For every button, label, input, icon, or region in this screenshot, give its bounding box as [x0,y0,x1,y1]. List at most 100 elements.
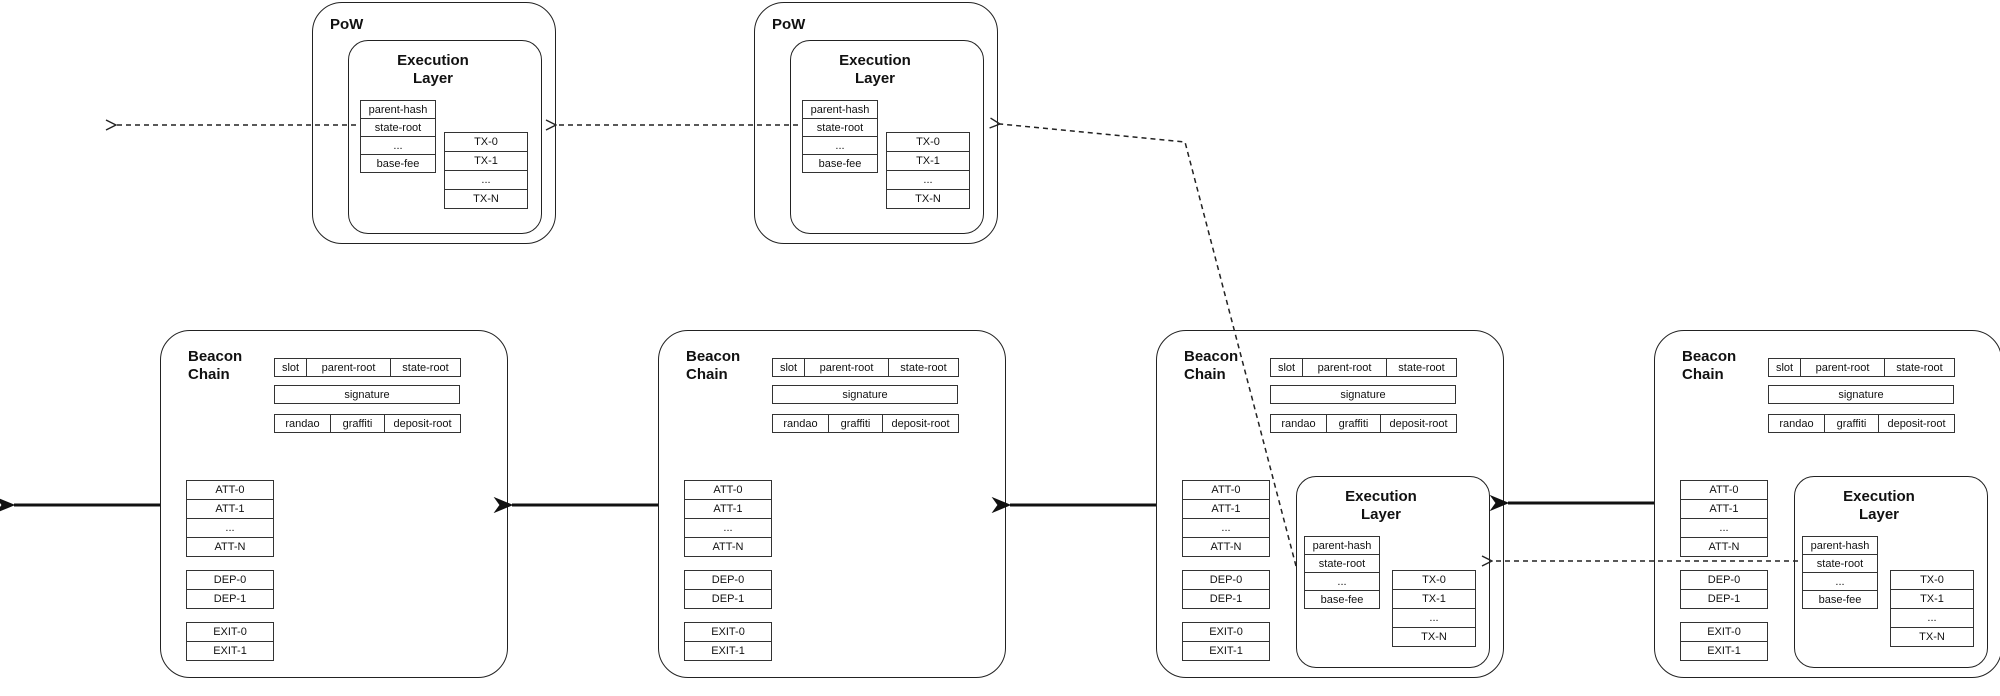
header-field: state-root [390,358,461,377]
exit-field: EXIT-0 [684,622,772,642]
deposit-field: DEP-0 [186,570,274,590]
header-field: graffiti [1824,414,1879,433]
tx-field: TX-1 [886,151,970,171]
exit-field: EXIT-0 [1182,622,1270,642]
execution-layer-title: Execution Layer [1345,488,1417,523]
exit-field: EXIT-1 [684,641,772,661]
beacon-title: Beacon Chain [1184,348,1239,383]
pow-title: PoW [330,16,364,33]
attestation-field: ... [684,518,772,538]
attestation-field: ATT-0 [186,480,274,500]
header-field: graffiti [1326,414,1381,433]
header-field: randao [772,414,829,433]
tx-field: TX-1 [444,151,528,171]
header-field: slot [1270,358,1303,377]
header-field: deposit-root [1380,414,1457,433]
header-field: state-root [1802,554,1878,573]
signature-field: signature [772,385,958,404]
header-field: state-root [1304,554,1380,573]
attestation-field: ... [186,518,274,538]
header-field: parent-root [1800,358,1885,377]
header-field: randao [1270,414,1327,433]
header-field: parent-root [306,358,391,377]
deposit-field: DEP-1 [684,589,772,609]
tx-field: ... [886,170,970,190]
tx-field: TX-N [444,189,528,209]
header-field: parent-hash [360,100,436,119]
signature-field: signature [1270,385,1456,404]
header-field: base-fee [1802,590,1878,609]
execution-layer-title: Execution Layer [1843,488,1915,523]
beacon-title: Beacon Chain [188,348,243,383]
header-field: state-root [1386,358,1457,377]
execution-layer-title: Execution Layer [397,52,469,87]
header-field: ... [1304,572,1380,591]
header-field: state-root [802,118,878,137]
header-field: ... [1802,572,1878,591]
deposit-field: DEP-1 [1680,589,1768,609]
attestation-field: ATT-1 [186,499,274,519]
deposit-field: DEP-1 [186,589,274,609]
tx-field: TX-N [1890,627,1974,647]
header-field: deposit-root [384,414,461,433]
attestation-field: ATT-1 [1680,499,1768,519]
attestation-field: ATT-N [684,537,772,557]
attestation-field: ATT-N [186,537,274,557]
tx-field: ... [1392,608,1476,628]
header-field: base-fee [1304,590,1380,609]
tx-field: TX-1 [1392,589,1476,609]
attestation-field: ATT-0 [684,480,772,500]
header-field: deposit-root [882,414,959,433]
header-field: randao [1768,414,1825,433]
deposit-field: DEP-0 [1182,570,1270,590]
tx-field: TX-N [886,189,970,209]
header-field: slot [1768,358,1801,377]
attestation-field: ATT-N [1182,537,1270,557]
header-field: ... [802,136,878,155]
header-field: slot [274,358,307,377]
exit-field: EXIT-1 [1680,641,1768,661]
beacon-title: Beacon Chain [1682,348,1737,383]
header-field: parent-hash [1304,536,1380,555]
signature-field: signature [1768,385,1954,404]
header-field: state-root [360,118,436,137]
signature-field: signature [274,385,460,404]
exit-field: EXIT-1 [186,641,274,661]
header-field: deposit-root [1878,414,1955,433]
attestation-field: ... [1182,518,1270,538]
deposit-field: DEP-0 [684,570,772,590]
header-field: base-fee [802,154,878,173]
attestation-field: ATT-0 [1182,480,1270,500]
header-field: parent-hash [802,100,878,119]
tx-field: TX-0 [886,132,970,152]
tx-field: ... [1890,608,1974,628]
pow-title: PoW [772,16,806,33]
header-field: state-root [1884,358,1955,377]
attestation-field: ATT-1 [684,499,772,519]
exit-field: EXIT-1 [1182,641,1270,661]
tx-field: TX-0 [444,132,528,152]
attestation-field: ATT-N [1680,537,1768,557]
exit-field: EXIT-0 [1680,622,1768,642]
tx-field: ... [444,170,528,190]
beacon-title: Beacon Chain [686,348,741,383]
header-field: base-fee [360,154,436,173]
header-field: ... [360,136,436,155]
header-field: parent-hash [1802,536,1878,555]
header-field: parent-root [1302,358,1387,377]
header-field: parent-root [804,358,889,377]
exit-field: EXIT-0 [186,622,274,642]
tx-field: TX-N [1392,627,1476,647]
attestation-field: ATT-1 [1182,499,1270,519]
tx-field: TX-1 [1890,589,1974,609]
header-field: state-root [888,358,959,377]
deposit-field: DEP-0 [1680,570,1768,590]
tx-field: TX-0 [1890,570,1974,590]
header-field: slot [772,358,805,377]
tx-field: TX-0 [1392,570,1476,590]
attestation-field: ATT-0 [1680,480,1768,500]
header-field: graffiti [330,414,385,433]
attestation-field: ... [1680,518,1768,538]
header-field: randao [274,414,331,433]
execution-layer-title: Execution Layer [839,52,911,87]
